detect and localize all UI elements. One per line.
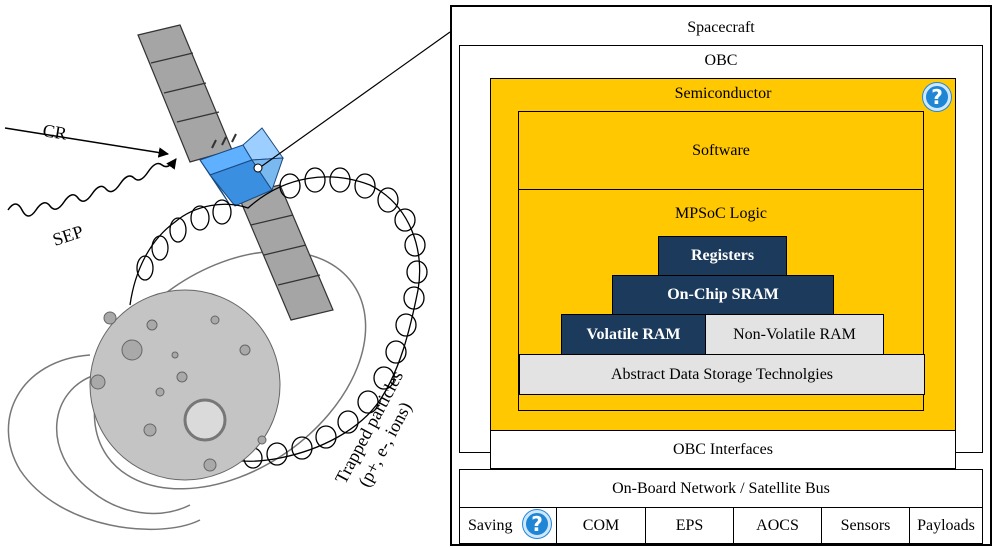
satellite-body (199, 127, 284, 207)
obc-interfaces-label: OBC Interfaces (673, 440, 773, 458)
cr-arrow (4, 127, 170, 158)
network-label: On-Board Network / Satellite Bus (612, 479, 830, 497)
registers-label: Registers (690, 247, 755, 264)
help-icon[interactable]: ? (923, 83, 951, 111)
bus-item-eps: EPS (646, 508, 734, 543)
non-volatile-ram-block: Non-Volatile RAM (705, 314, 884, 355)
onchip-sram-label: On-Chip SRAM (667, 286, 779, 303)
abstract-storage-block: Abstract Data Storage Technolgies (519, 354, 925, 395)
network-bar: On-Board Network / Satellite Bus (459, 469, 983, 508)
bus-item-com-label: COM (582, 516, 620, 534)
software-logic-box: Software MPSoC Logic (518, 111, 924, 411)
spacecraft-title: Spacecraft (687, 19, 755, 36)
sep-wave (7, 158, 177, 217)
non-volatile-ram-label: Non-Volatile RAM (733, 325, 856, 343)
bus-item-payloads-label: Payloads (917, 516, 975, 534)
semiconductor-title: Semiconductor (674, 85, 772, 102)
cr-label: CR (41, 120, 68, 144)
volatile-ram-block: Volatile RAM (561, 314, 706, 355)
bus-item-eps-label: EPS (675, 516, 704, 534)
obc-title: OBC (704, 52, 738, 69)
bus-item-sensors-label: Sensors (840, 516, 891, 534)
moon (89, 289, 281, 481)
bus-item-sensors: Sensors (822, 508, 910, 543)
help-icon-bus[interactable]: ? (523, 510, 551, 538)
space-scene: CR SEP Trapped particles (p+, e-, ions) (4, 24, 450, 531)
volatile-ram-label: Volatile RAM (586, 325, 681, 343)
mpsoc-label: MPSoC Logic (674, 205, 767, 222)
bus-item-saving: Saving (460, 508, 557, 543)
bus-item-payloads: Payloads (910, 508, 982, 543)
software-label: Software (692, 141, 750, 159)
software-layer: Software (519, 112, 923, 190)
help-icon-bus-glyph: ? (531, 512, 543, 536)
solar-panel-upper (137, 24, 233, 163)
zoom-line (261, 31, 450, 167)
particle-spiral (129, 167, 428, 469)
help-icon-glyph: ? (931, 85, 943, 109)
obc-interfaces-box: OBC Interfaces (490, 430, 956, 469)
bus-item-com: COM (557, 508, 646, 543)
solar-panel-lower (237, 184, 334, 321)
sep-label: SEP (50, 221, 86, 250)
onchip-sram-block: On-Chip SRAM (612, 275, 834, 315)
registers-block: Registers (658, 236, 787, 276)
abstract-storage-label: Abstract Data Storage Technolgies (610, 365, 834, 383)
bus-item-aocs: AOCS (734, 508, 822, 543)
bus-item-aocs-label: AOCS (756, 516, 799, 534)
bus-item-saving-label: Saving (468, 516, 513, 534)
